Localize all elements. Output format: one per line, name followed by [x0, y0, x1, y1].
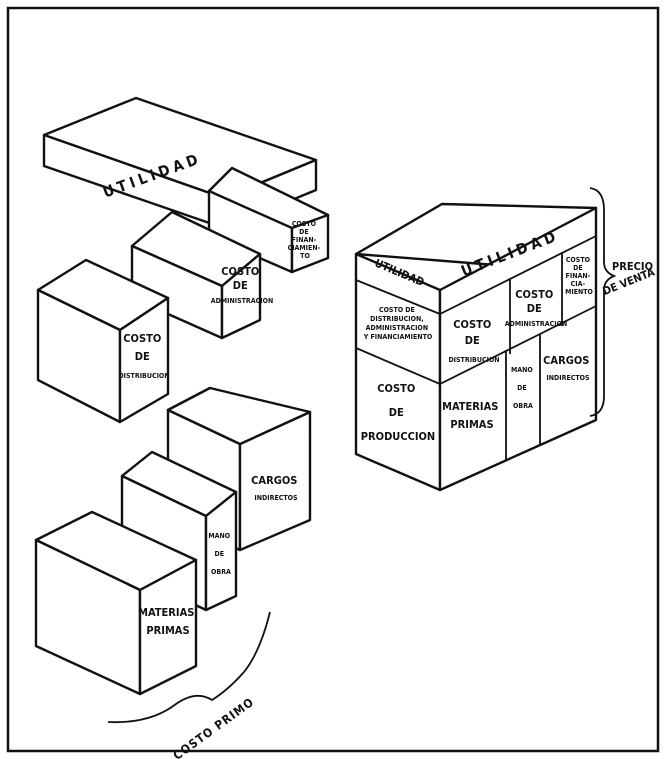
costo-primo-label: COSTO PRIMO	[171, 695, 257, 759]
side-financiamiento-label: COSTO DE FINAN- CIA- MIENTO	[565, 256, 593, 296]
precio-venta-block: UTILIDAD UTILIDAD COSTO DE DISTRIBUCION,…	[356, 188, 657, 490]
